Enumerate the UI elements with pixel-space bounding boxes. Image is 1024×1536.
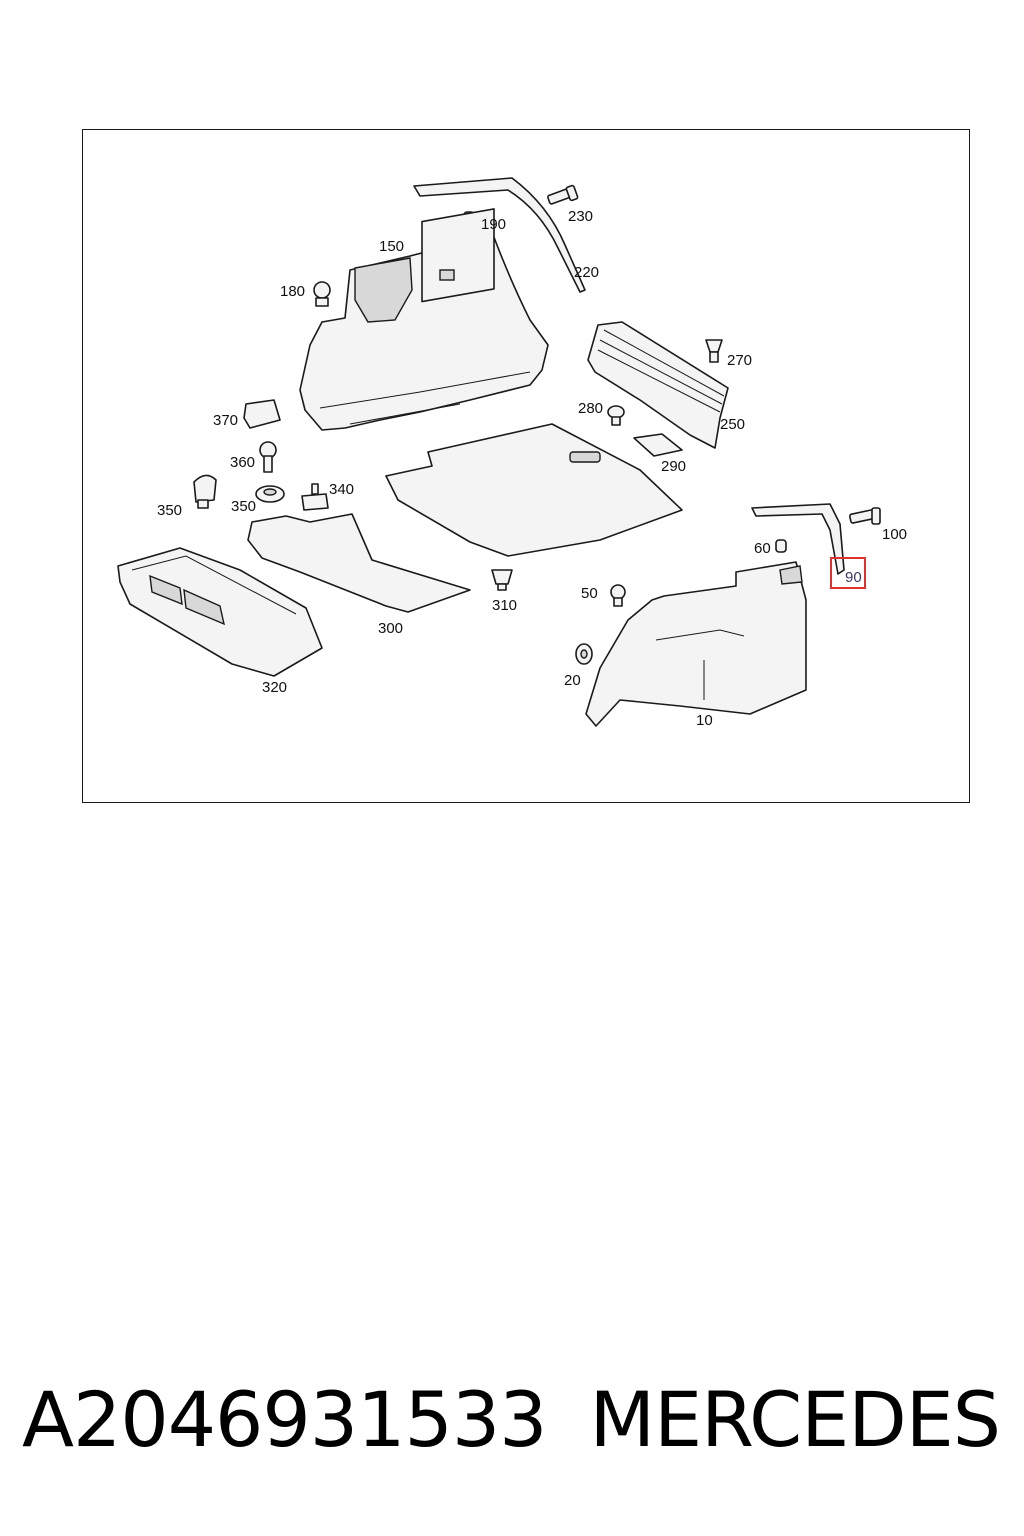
callout-250: 250 (720, 416, 745, 433)
callout-10: 10 (696, 712, 713, 729)
callout-370: 370 (213, 412, 238, 429)
callout-60: 60 (754, 540, 771, 557)
part-340-bracket (301, 483, 329, 511)
brand-name: MERCEDES (589, 1375, 1001, 1464)
callout-280: 280 (578, 400, 603, 417)
part-310-clip (491, 569, 513, 591)
callout-270: 270 (727, 352, 752, 369)
part-370-cap (243, 399, 281, 429)
callout-290: 290 (661, 458, 686, 475)
part-300-front-cover (247, 513, 471, 613)
callout-350-right: 350 (231, 498, 256, 515)
callout-90: 90 (845, 569, 862, 586)
part-180-clip (313, 281, 331, 307)
callout-50: 50 (581, 585, 598, 602)
part-270-clip (705, 339, 723, 363)
callout-340: 340 (329, 481, 354, 498)
callout-360: 360 (230, 454, 255, 471)
callout-220: 220 (574, 264, 599, 281)
part-220-trim-strip (413, 177, 586, 293)
callout-100: 100 (882, 526, 907, 543)
part-90-right-trim-strip (751, 503, 845, 575)
part-320-storage-tray (117, 547, 323, 677)
callout-190: 190 (481, 216, 506, 233)
part-number: A2046931533 (22, 1375, 548, 1464)
callout-180: 180 (280, 283, 305, 300)
part-150-left-trim-panel (299, 208, 549, 431)
load-floor-handle (569, 451, 601, 463)
callout-150: 150 (379, 238, 404, 255)
load-floor-mat (385, 423, 683, 557)
callout-320: 320 (262, 679, 287, 696)
callout-300: 300 (378, 620, 403, 637)
part-290-pad (633, 433, 683, 457)
footer-caption: A2046931533 MERCEDES (0, 1370, 1024, 1470)
part-250-sill-trim (587, 321, 729, 449)
part-230-screw (547, 184, 579, 205)
callout-230: 230 (568, 208, 593, 225)
part-350-hook-left (193, 474, 217, 509)
part-50-clip (610, 584, 626, 607)
callout-310: 310 (492, 597, 517, 614)
part-100-screw (849, 507, 881, 525)
part-350-hook-right (255, 485, 285, 503)
diagram-frame (82, 129, 970, 803)
part-280-clip (607, 405, 625, 426)
part-20-hook (575, 643, 593, 665)
callout-20: 20 (564, 672, 581, 689)
part-360-bolt (259, 441, 277, 473)
highlight-box-90 (830, 557, 866, 589)
callout-350-left: 350 (157, 502, 182, 519)
part-60-clip (775, 539, 787, 553)
part-10-right-trim-panel (585, 561, 807, 727)
